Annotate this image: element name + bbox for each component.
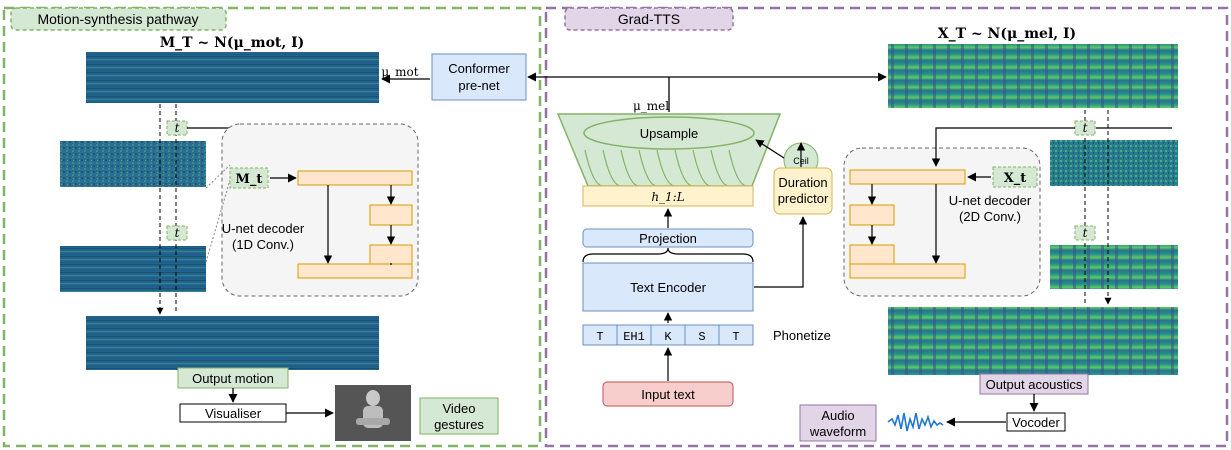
motion-panel-tab — [10, 7, 227, 31]
phoneme-1: EH1 — [623, 330, 645, 344]
svg-text:Visualiser: Visualiser — [205, 406, 262, 421]
motion-noisy-sample-2 — [60, 246, 206, 292]
motion-panel-border — [2, 6, 542, 448]
duration-predictor — [773, 167, 833, 215]
motion-output-sample — [86, 316, 379, 370]
gradtts-panel-title: Grad-TTS — [618, 11, 680, 27]
mel-prior-label: X_T ~ N(μ_mel, I) — [938, 26, 1076, 42]
svg-text:Video: Video — [442, 401, 475, 416]
motion-decoder-layer-mid1 — [369, 204, 413, 226]
svg-text:M_t: M_t — [236, 172, 263, 187]
svg-text:Audio: Audio — [821, 408, 854, 423]
projection-brace — [582, 247, 754, 263]
mel-time-step-t2 — [1074, 225, 1096, 241]
svg-text:t: t — [175, 121, 180, 135]
projection-box — [582, 228, 754, 248]
text-encoder — [582, 262, 754, 312]
input-text-box — [602, 381, 734, 407]
motion-prior-label: M_T ~ N(μ_mot, I) — [160, 35, 305, 51]
svg-text:Vocoder: Vocoder — [1012, 415, 1060, 430]
svg-text:waveform: waveform — [809, 424, 866, 439]
gradtts-panel-border — [544, 6, 1229, 448]
gradtts-panel-tab — [564, 7, 734, 31]
mel-decoder-layer-mid1 — [849, 204, 895, 226]
time-step-t2 — [166, 225, 188, 241]
h-sequence-box — [582, 185, 754, 207]
phoneme-2: K — [664, 330, 672, 344]
svg-text:t: t — [1083, 226, 1088, 240]
mel-decoder-layer-mid2 — [849, 244, 895, 266]
mel-decoder-subtitle: (2D Conv.) — [959, 209, 1021, 224]
motion-decoder-layer-top — [297, 170, 413, 186]
mu-mel-label: μ_mel — [633, 99, 669, 113]
phoneme-row: T EH1 K S T — [582, 324, 754, 346]
motion-prior-sample — [86, 52, 379, 103]
motion-decoder-subtitle: (1D Conv.) — [232, 237, 294, 252]
motion-decoder-group — [221, 123, 419, 297]
svg-text:t: t — [1083, 121, 1088, 135]
mel-decoder-title: U-net decoder — [949, 193, 1032, 208]
mu-mot-label: μ_mot — [381, 65, 418, 79]
phoneme-3: S — [698, 330, 705, 344]
motion-panel-title: Motion-synthesis pathway — [37, 11, 198, 27]
motion-decoder-layer-mid2 — [369, 244, 413, 266]
svg-text:Output acoustics: Output acoustics — [986, 377, 1083, 392]
svg-text:Text Encoder: Text Encoder — [630, 280, 707, 295]
svg-text:Output motion: Output motion — [192, 371, 274, 386]
motion-noisy-sample-1 — [60, 141, 206, 187]
conformer-prenet — [431, 53, 527, 101]
audio-waveform-icon — [887, 412, 944, 432]
svg-text:X_t: X_t — [1004, 171, 1027, 186]
mel-output-sample — [888, 307, 1178, 375]
phonetize-label: Phonetize — [773, 328, 831, 343]
svg-text:gestures: gestures — [434, 417, 484, 432]
svg-text:pre-net: pre-net — [458, 78, 500, 93]
mel-decoder-layer-bottom — [849, 263, 966, 279]
mel-noisy-sample-2 — [1050, 245, 1178, 289]
svg-text:predictor: predictor — [778, 191, 829, 206]
upsample-label: Upsample — [640, 126, 699, 141]
vocoder-box — [1006, 412, 1066, 432]
svg-text:Conformer: Conformer — [448, 61, 510, 76]
upsample-ellipse — [583, 116, 755, 150]
phoneme-0: T — [596, 330, 603, 344]
audio-waveform-label — [799, 404, 877, 442]
svg-text:Duration: Duration — [778, 175, 827, 190]
mel-prior-sample — [888, 44, 1178, 108]
svg-text:Input text: Input text — [641, 387, 695, 402]
mel-decoder-layer-top — [849, 169, 966, 185]
motion-decoder-title: U-net decoder — [222, 221, 305, 236]
mel-xt-label — [992, 166, 1038, 188]
svg-text:t: t — [175, 226, 180, 240]
video-gestures-label — [419, 397, 499, 435]
svg-text:Projection: Projection — [639, 231, 697, 246]
h-label: h_1:L — [651, 190, 684, 204]
phoneme-4: T — [732, 330, 739, 344]
motion-mt-label — [229, 167, 269, 189]
motion-decoder-layer-bottom — [297, 263, 413, 279]
mel-noisy-sample-1 — [1050, 140, 1178, 186]
